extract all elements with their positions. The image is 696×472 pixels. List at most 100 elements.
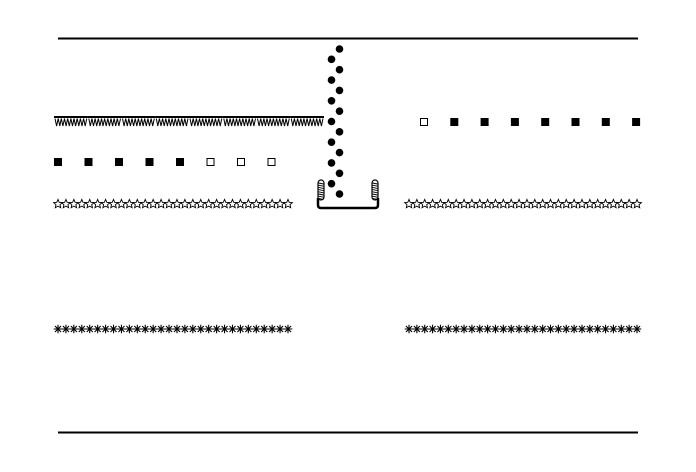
asterisk-mark: [77, 324, 87, 334]
filled-block: [480, 118, 489, 126]
square-row-left: [54, 158, 276, 166]
sawtooth-teeth: [122, 118, 155, 127]
sawtooth-teeth: [257, 118, 290, 127]
asterisk-mark: [61, 324, 71, 334]
asterisk-mark: [459, 324, 469, 334]
filled-block: [176, 158, 184, 166]
asterisk-mark: [569, 324, 579, 334]
asterisk-mark: [220, 324, 229, 334]
filled-block: [115, 158, 123, 166]
sawtooth-row: [54, 116, 324, 127]
sawtooth-teeth: [223, 118, 256, 127]
filled-block: [510, 118, 519, 126]
asterisk-mark: [538, 324, 547, 334]
asterisk-mark: [267, 324, 277, 334]
square-row-right: [420, 118, 641, 126]
asterisk-mark: [53, 324, 63, 334]
asterisk-mark: [530, 324, 540, 334]
asterisk-mark: [251, 324, 261, 334]
asterisk-mark: [475, 324, 485, 334]
bead: [327, 117, 336, 126]
asterisk-mark: [228, 324, 237, 334]
asterisk-mark: [140, 324, 150, 334]
star-row-right: [403, 198, 643, 209]
bead: [335, 45, 344, 53]
asterisk-mark: [499, 324, 508, 334]
asterisk-mark: [585, 324, 595, 334]
empty-block: [237, 158, 245, 166]
empty-block: [420, 118, 428, 126]
paddle-base: [316, 198, 380, 210]
hollow-star: [282, 198, 294, 209]
sawtooth-segment: [155, 116, 189, 127]
asterisk-mark: [275, 324, 285, 334]
asterisk-mark: [109, 324, 118, 334]
bead: [335, 107, 344, 115]
bead: [327, 159, 336, 167]
bead-chain: [327, 45, 344, 198]
sawtooth-segment: [256, 116, 291, 127]
asterisk-mark: [451, 324, 461, 334]
filled-block: [541, 118, 550, 126]
spring-coil: [318, 182, 324, 200]
asterisk-mark: [212, 324, 221, 334]
asterisk-mark: [483, 324, 492, 334]
hollow-star: [631, 198, 643, 209]
sawtooth-teeth: [88, 118, 121, 127]
asterisk-mark: [196, 324, 206, 334]
left-spring-icon: [317, 179, 325, 201]
bead: [335, 86, 344, 95]
asterisk-mark: [412, 324, 422, 334]
asterisk-mark: [577, 324, 587, 334]
asterisk-row-left: [53, 324, 293, 334]
asterisk-mark: [514, 324, 524, 334]
asterisk-row-right: [404, 324, 642, 334]
sawtooth-segment: [290, 116, 324, 127]
filled-block: [601, 118, 610, 126]
spring-casing: [317, 179, 325, 201]
asterisk-mark: [85, 324, 95, 334]
spring-coil: [372, 182, 378, 200]
right-spring-icon: [371, 179, 379, 201]
asterisk-mark: [117, 324, 126, 334]
filled-block: [450, 118, 459, 126]
asterisk-mark: [491, 324, 500, 334]
asterisk-mark: [69, 324, 79, 334]
filled-block: [571, 118, 580, 126]
bead: [335, 148, 344, 157]
spring-casing: [371, 179, 379, 201]
bead: [327, 96, 336, 105]
asterisk-mark: [428, 324, 437, 334]
asterisk-mark: [101, 324, 110, 334]
filled-block: [632, 118, 641, 126]
sawtooth-teeth: [155, 118, 189, 127]
asterisk-mark: [125, 324, 134, 334]
empty-block: [267, 158, 276, 166]
asterisk-mark: [93, 324, 102, 334]
bead: [335, 128, 344, 136]
asterisk-mark: [436, 324, 445, 334]
sawtooth-segment: [189, 116, 223, 127]
asterisk-mark: [506, 324, 516, 334]
asterisk-mark: [554, 324, 563, 334]
asterisk-mark: [616, 324, 626, 334]
catcher-paddle[interactable]: [316, 179, 380, 210]
asterisk-mark: [522, 324, 532, 334]
filled-block: [54, 158, 62, 166]
asterisk-mark: [624, 324, 634, 334]
sawtooth-teeth: [189, 118, 223, 127]
asterisk-mark: [188, 324, 198, 334]
filled-block: [84, 158, 93, 166]
asterisk-mark: [236, 324, 245, 334]
asterisk-mark: [259, 324, 269, 334]
asterisk-mark: [546, 324, 555, 334]
asterisk-mark: [133, 324, 142, 334]
bead: [335, 65, 344, 74]
asterisk-mark: [148, 324, 158, 334]
bead: [327, 138, 336, 147]
sawtooth-segment: [121, 116, 156, 127]
asterisk-mark: [609, 324, 618, 334]
bead: [335, 169, 344, 178]
